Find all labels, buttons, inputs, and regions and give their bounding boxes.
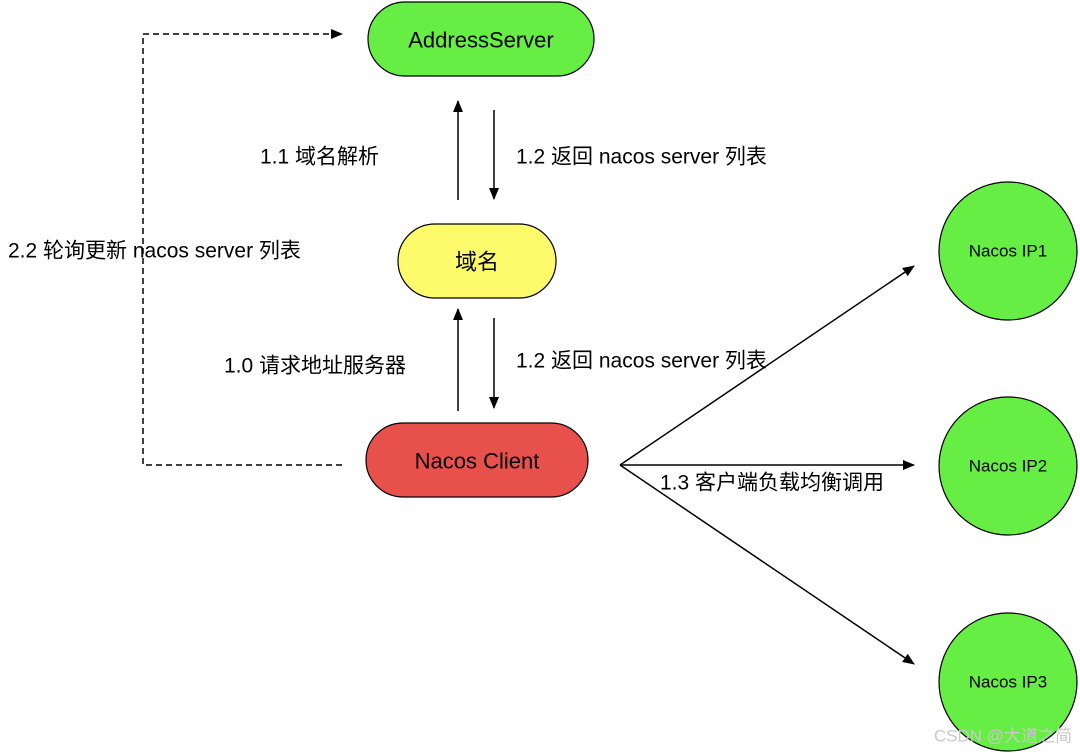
address-server-shape	[367, 1, 595, 77]
load-balance-label: 1.3 客户端负载均衡调用	[660, 472, 884, 495]
return-list-top-label: 1.2 返回 nacos server 列表	[516, 146, 767, 169]
domain-resolve-label: 1.1 域名解析	[260, 146, 379, 169]
lb-arrow-ip3	[619, 464, 915, 665]
poll-update-edge	[142, 29, 343, 466]
lb-arrow-ip1	[619, 265, 915, 466]
nacos-ip3-node: Nacos IP3	[938, 612, 1078, 752]
request-address-label: 1.0 请求地址服务器	[224, 355, 406, 378]
domain-label: 域名	[455, 250, 499, 275]
nacos-ip3-label: Nacos IP3	[969, 673, 1047, 692]
nacos-client-node: Nacos Client	[365, 422, 589, 498]
nacos-ip3-shape	[938, 612, 1078, 752]
nacos-ip2-shape	[938, 396, 1078, 536]
domain-shape	[397, 223, 557, 299]
nacos-ip2-node: Nacos IP2	[938, 396, 1078, 536]
address-server-label: AddressServer	[408, 28, 554, 53]
domain-node: 域名	[397, 223, 557, 299]
return-list-bottom-label: 1.2 返回 nacos server 列表	[516, 350, 767, 373]
nacos-ip1-label: Nacos IP1	[969, 242, 1047, 261]
nacos-ip2-label: Nacos IP2	[969, 457, 1047, 476]
nacos-ip1-node: Nacos IP1	[938, 181, 1078, 321]
address-server-node: AddressServer	[367, 1, 595, 77]
nacos-ip1-shape	[938, 181, 1078, 321]
watermark: CSDN @大道之简	[934, 727, 1072, 746]
nacos-client-label: Nacos Client	[415, 449, 540, 474]
poll-update-label: 2.2 轮询更新 nacos server 列表	[8, 240, 301, 263]
nacos-client-shape	[365, 422, 589, 498]
